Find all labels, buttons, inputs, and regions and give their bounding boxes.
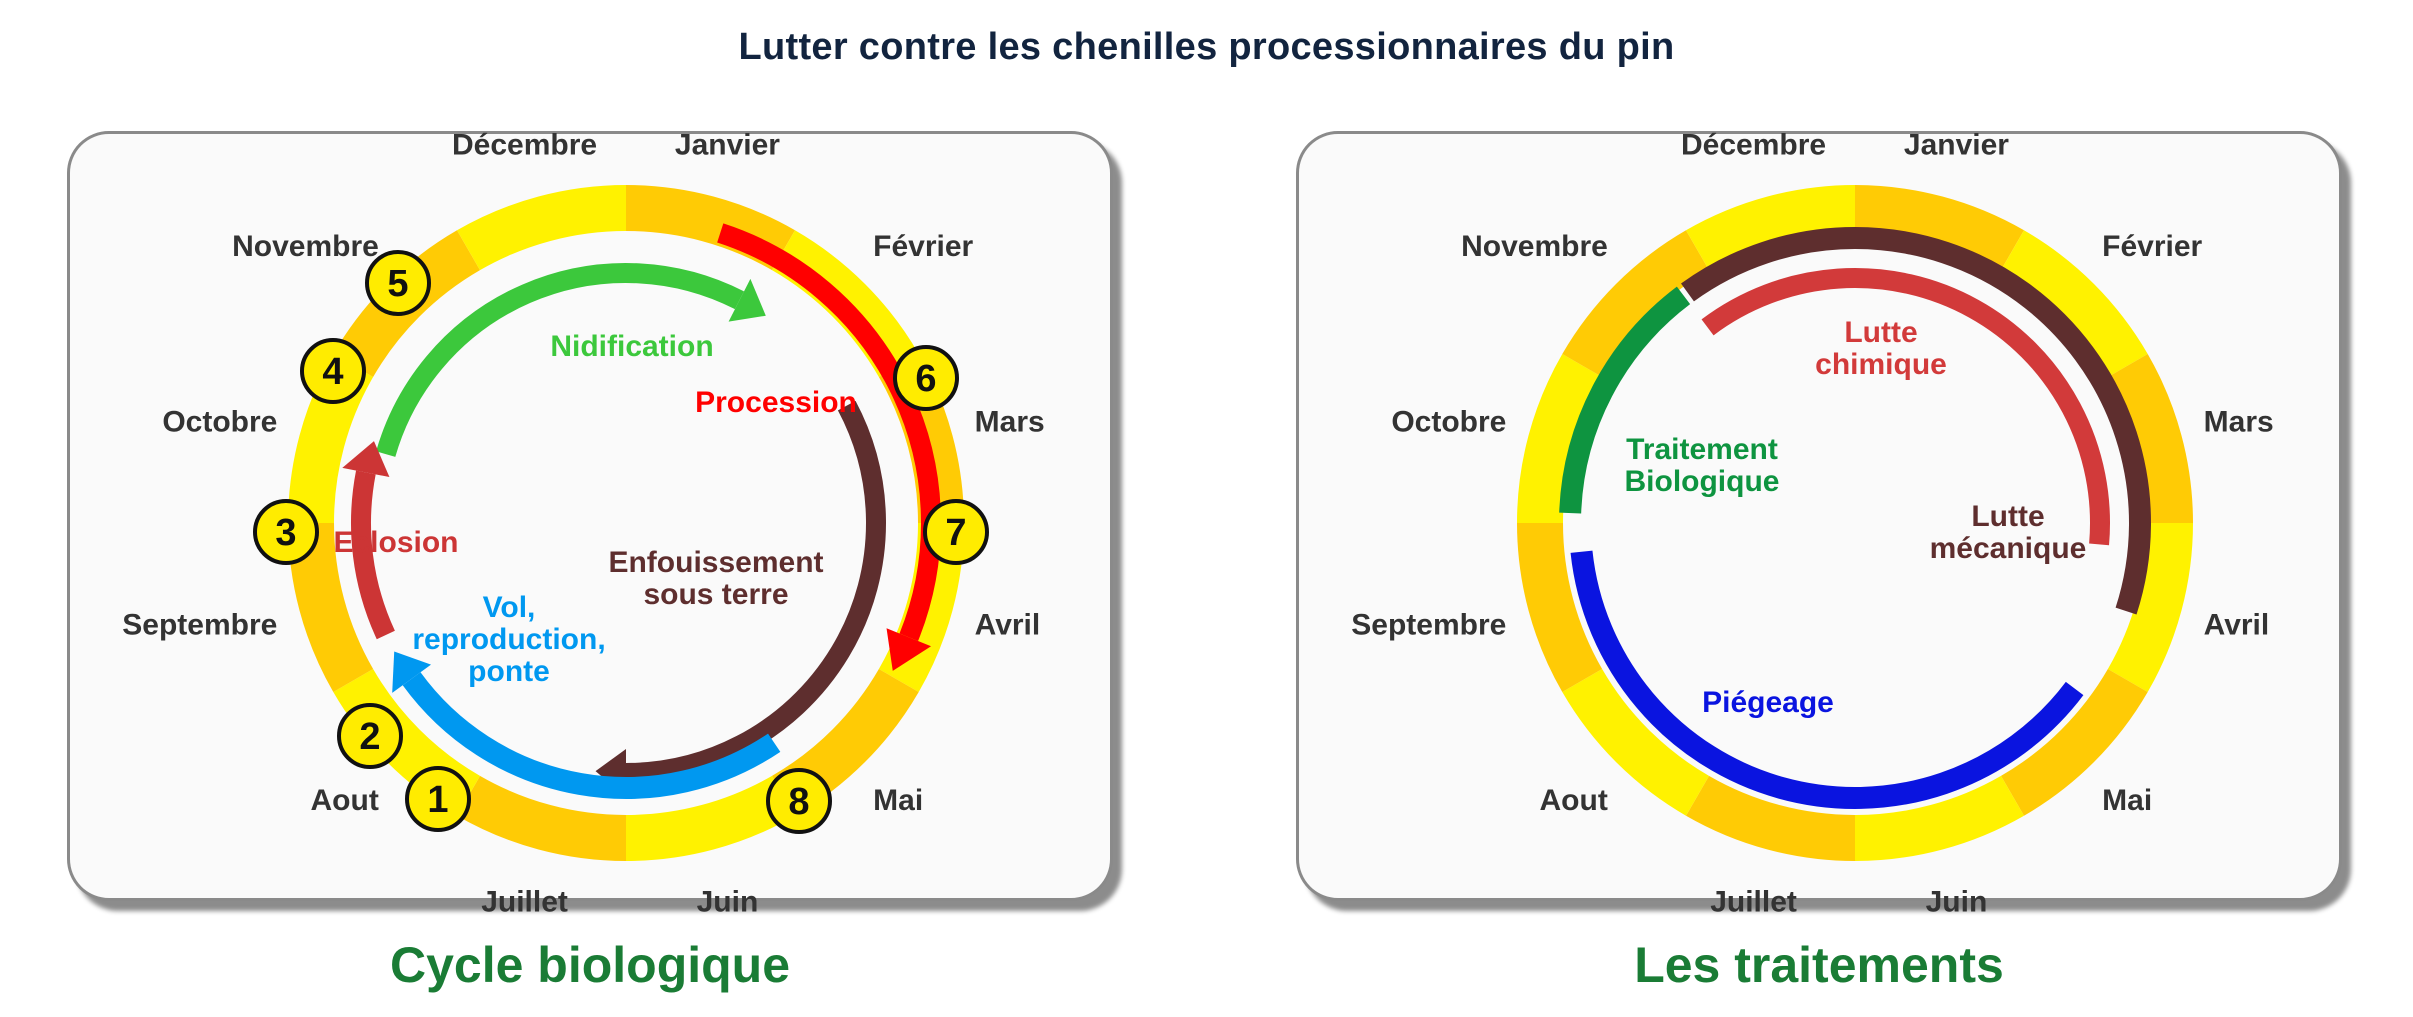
month-segment <box>1517 354 1603 523</box>
month-label: Mai <box>2102 784 2152 817</box>
month-label: Février <box>2102 230 2202 263</box>
month-label: Avril <box>975 608 1041 641</box>
month-segment <box>1855 775 2024 861</box>
month-segment <box>2107 523 2193 692</box>
month-segment <box>626 775 795 861</box>
month-segment <box>1686 185 1855 271</box>
label-piegeage: Piégeage <box>1702 686 1834 719</box>
step-number: 8 <box>788 781 809 823</box>
arc-traitement-biologique <box>1559 286 1691 514</box>
month-segment <box>457 775 626 861</box>
month-label: Septembre <box>122 608 277 641</box>
arrow-head-nidification <box>728 278 766 322</box>
month-segment <box>1686 775 1855 861</box>
step-number: 7 <box>945 512 966 554</box>
arc-piegeage <box>1570 550 2084 809</box>
month-segment <box>2001 230 2148 377</box>
arrow-enfouissement <box>625 400 886 783</box>
month-segment <box>2001 669 2148 816</box>
step-markers: 1 2 3 4 5 6 7 8 <box>253 250 989 834</box>
month-label: Avril <box>2204 608 2270 641</box>
phase-arrows <box>342 223 941 799</box>
month-label: Janvier <box>675 128 780 161</box>
step-marker <box>405 766 471 832</box>
month-label: Aout <box>311 784 379 817</box>
month-ring <box>1517 185 2193 861</box>
month-label: Novembre <box>1461 230 1608 263</box>
label-procession: Procession <box>695 386 857 419</box>
month-label: Octobre <box>162 406 277 439</box>
step-marker <box>300 338 366 404</box>
step-marker <box>766 768 832 834</box>
month-label: Juillet <box>1710 886 1797 919</box>
month-label: Mars <box>975 406 1045 439</box>
caption-treatments: Les traitements <box>1634 937 2004 993</box>
step-number: 3 <box>275 512 296 554</box>
step-number: 4 <box>322 351 343 393</box>
month-segment <box>288 523 374 692</box>
month-label: Octobre <box>1391 406 1506 439</box>
month-label: Septembre <box>1351 608 1506 641</box>
month-label: Mars <box>2204 406 2274 439</box>
month-segment <box>2107 354 2193 523</box>
label-eclosion: Eclosion <box>333 526 458 559</box>
step-number: 5 <box>387 263 408 305</box>
step-number: 2 <box>359 716 380 758</box>
step-marker <box>923 499 989 565</box>
step-marker <box>253 499 319 565</box>
caption-biological-cycle: Cycle biologique <box>389 937 791 993</box>
month-segment <box>1562 669 1709 816</box>
arc-lutte-chimique <box>1701 268 2110 546</box>
arrow-nidification <box>376 263 745 457</box>
arc-lutte-mecanique <box>1681 227 2151 615</box>
month-label: Décembre <box>1681 128 1826 161</box>
month-label: Décembre <box>452 128 597 161</box>
label-vol: Vol,reproduction,ponte <box>412 591 605 688</box>
month-label: Juillet <box>481 886 568 919</box>
step-number: 1 <box>427 779 448 821</box>
treatment-arcs <box>1559 227 2151 809</box>
month-label: Mai <box>873 784 923 817</box>
step-marker <box>893 345 959 411</box>
month-label: Février <box>873 230 973 263</box>
arrow-eclosion <box>351 470 395 640</box>
label-nidification: Nidification <box>550 330 713 363</box>
step-marker <box>365 250 431 316</box>
month-segment <box>1517 523 1603 692</box>
step-number: 6 <box>915 358 936 400</box>
arrow-vol <box>402 672 781 799</box>
month-label: Aout <box>1540 784 1608 817</box>
month-label: Novembre <box>232 230 379 263</box>
page-title: Lutter contre les chenilles processionna… <box>738 26 1675 68</box>
month-segment <box>1855 185 2024 271</box>
month-label: Juin <box>1926 886 1988 919</box>
month-label: Juin <box>697 886 759 919</box>
step-marker <box>337 703 403 769</box>
arrow-head-procession <box>886 628 932 671</box>
month-segment <box>457 185 626 271</box>
month-label: Janvier <box>1904 128 2009 161</box>
arrow-head-vol <box>392 651 432 693</box>
arrow-head-eclosion <box>342 441 390 478</box>
month-segment <box>1562 230 1709 377</box>
